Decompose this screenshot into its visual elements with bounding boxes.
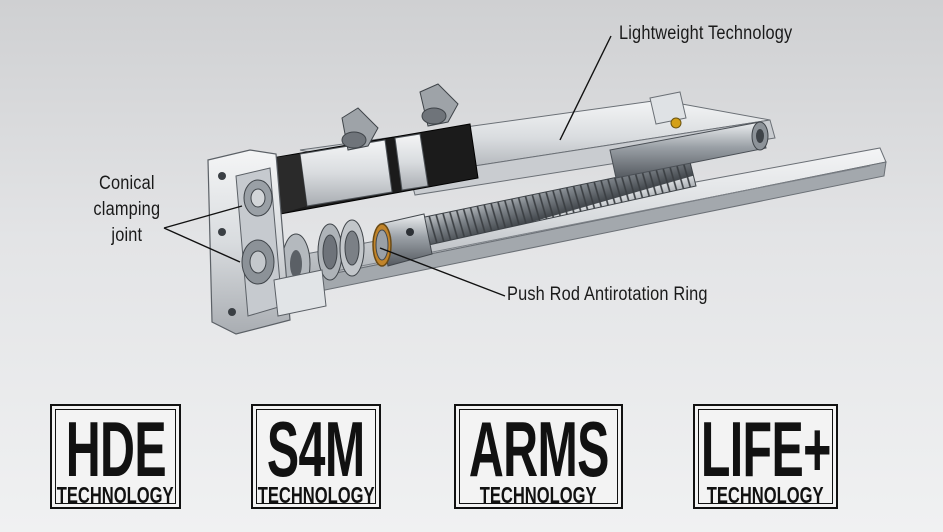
leader-lines — [163, 35, 612, 297]
actuator-illustration — [163, 35, 887, 335]
badge-arms-technology: ARMS TECHNOLOGY — [454, 404, 623, 509]
badge-s4m-title: S4M — [267, 405, 365, 493]
badge-s4m-subtitle: TECHNOLOGY — [257, 482, 375, 508]
badge-hde-subtitle: TECHNOLOGY — [57, 482, 174, 508]
badge-arms-title: ARMS — [468, 405, 610, 493]
end-cap — [207, 149, 327, 335]
badge-s4m-technology: S4M TECHNOLOGY — [251, 404, 381, 509]
callout-conical-line3: joint — [111, 225, 143, 246]
callout-conical-line1: Conical — [98, 173, 155, 194]
callout-push-rod-antirotation-ring: Push Rod Antirotation Ring — [507, 284, 708, 305]
badge-arms-subtitle: TECHNOLOGY — [480, 482, 597, 508]
motor — [271, 123, 479, 215]
callout-conical-clamping-joint: Conical clamping joint — [93, 171, 160, 249]
badge-hde-title: HDE — [65, 405, 166, 493]
badge-life-subtitle: TECHNOLOGY — [707, 482, 824, 508]
badge-life-plus-technology: LIFE+ TECHNOLOGY — [693, 404, 838, 509]
badge-hde-technology: HDE TECHNOLOGY — [50, 404, 181, 509]
connectors — [341, 83, 459, 151]
badge-life-title: LIFE+ — [700, 405, 832, 493]
callout-conical-line2: clamping — [93, 199, 161, 220]
callout-lightweight-technology: Lightweight Technology — [619, 23, 793, 44]
push-rod — [609, 117, 769, 179]
